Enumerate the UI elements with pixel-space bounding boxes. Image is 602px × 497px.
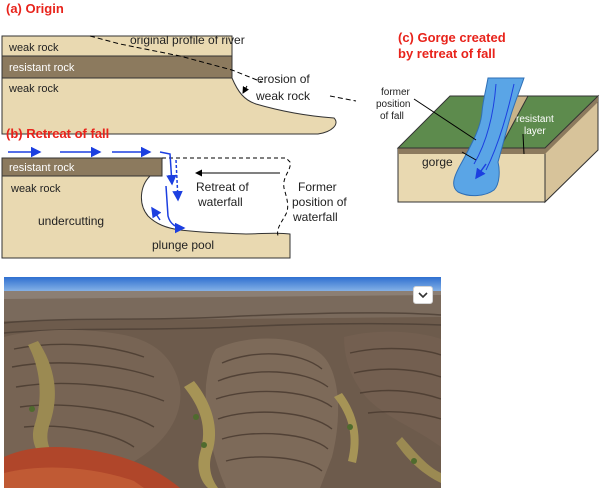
panel-b-title: (b) Retreat of fall [6,126,109,141]
panel-c-title-1: (c) Gorge created [398,30,506,45]
panel-a-original-profile-line [89,35,263,83]
panel-b-former-label-3: waterfall [292,210,338,224]
panel-b-retreat-label-2: waterfall [197,195,243,209]
panel-c-former-fall-label-1: former [381,87,411,98]
canyon-photo [4,277,441,488]
panel-c-gorge-label: gorge [422,155,453,169]
panel-b-retreat: (b) Retreat of fall resistant rock weak … [1,126,347,259]
panel-b-resistant-rock [1,157,163,177]
panel-a-erosion-label-2: weak rock [255,89,311,103]
panel-c-title-2: by retreat of fall [398,46,496,61]
panel-b-undercutting-label: undercutting [38,214,104,228]
panel-b-retreat-label-1: Retreat of [196,180,249,194]
panel-a-resistant-label: resistant rock [9,62,75,74]
waterfall-gorge-diagram: (a) Origin weak rock resistant rock weak… [1,1,600,259]
panel-a-weak-rock-upper [1,35,233,57]
panel-b-former-label-1: Former [298,180,337,194]
panel-c-former-fall-label-2: position [376,99,410,110]
panel-a-original-profile-label: original profile of river [130,33,245,47]
panel-c-resistant-label-2: layer [524,126,546,137]
expand-button[interactable] [413,286,433,304]
panel-b-former-label-2: position of [292,195,347,209]
panel-a-weak-rock-bottom-label: weak rock [8,83,59,95]
panel-b-plunge-pool-label: plunge pool [152,238,214,252]
panel-a-weak-rock-lower [1,77,337,135]
panel-a-erosion-label-1: erosion of [257,72,310,86]
river [28,341,64,467]
panel-c-river [453,77,525,197]
panel-c-gorge: (c) Gorge created by retreat of fall for… [376,30,600,204]
panel-c-former-fall-label-3: of fall [380,111,404,122]
panel-b-former-position-line [162,157,291,237]
panel-a-title: (a) Origin [6,1,64,16]
chevron-down-icon [418,291,428,298]
panel-b-weak-rock-label: weak rock [10,183,61,195]
panel-b-resistant-label: resistant rock [9,162,75,174]
panel-a-origin: (a) Origin weak rock resistant rock weak… [1,1,357,135]
panel-a-weak-rock-top-label: weak rock [8,42,59,54]
panel-c-resistant-label-1: resistant [516,114,554,125]
